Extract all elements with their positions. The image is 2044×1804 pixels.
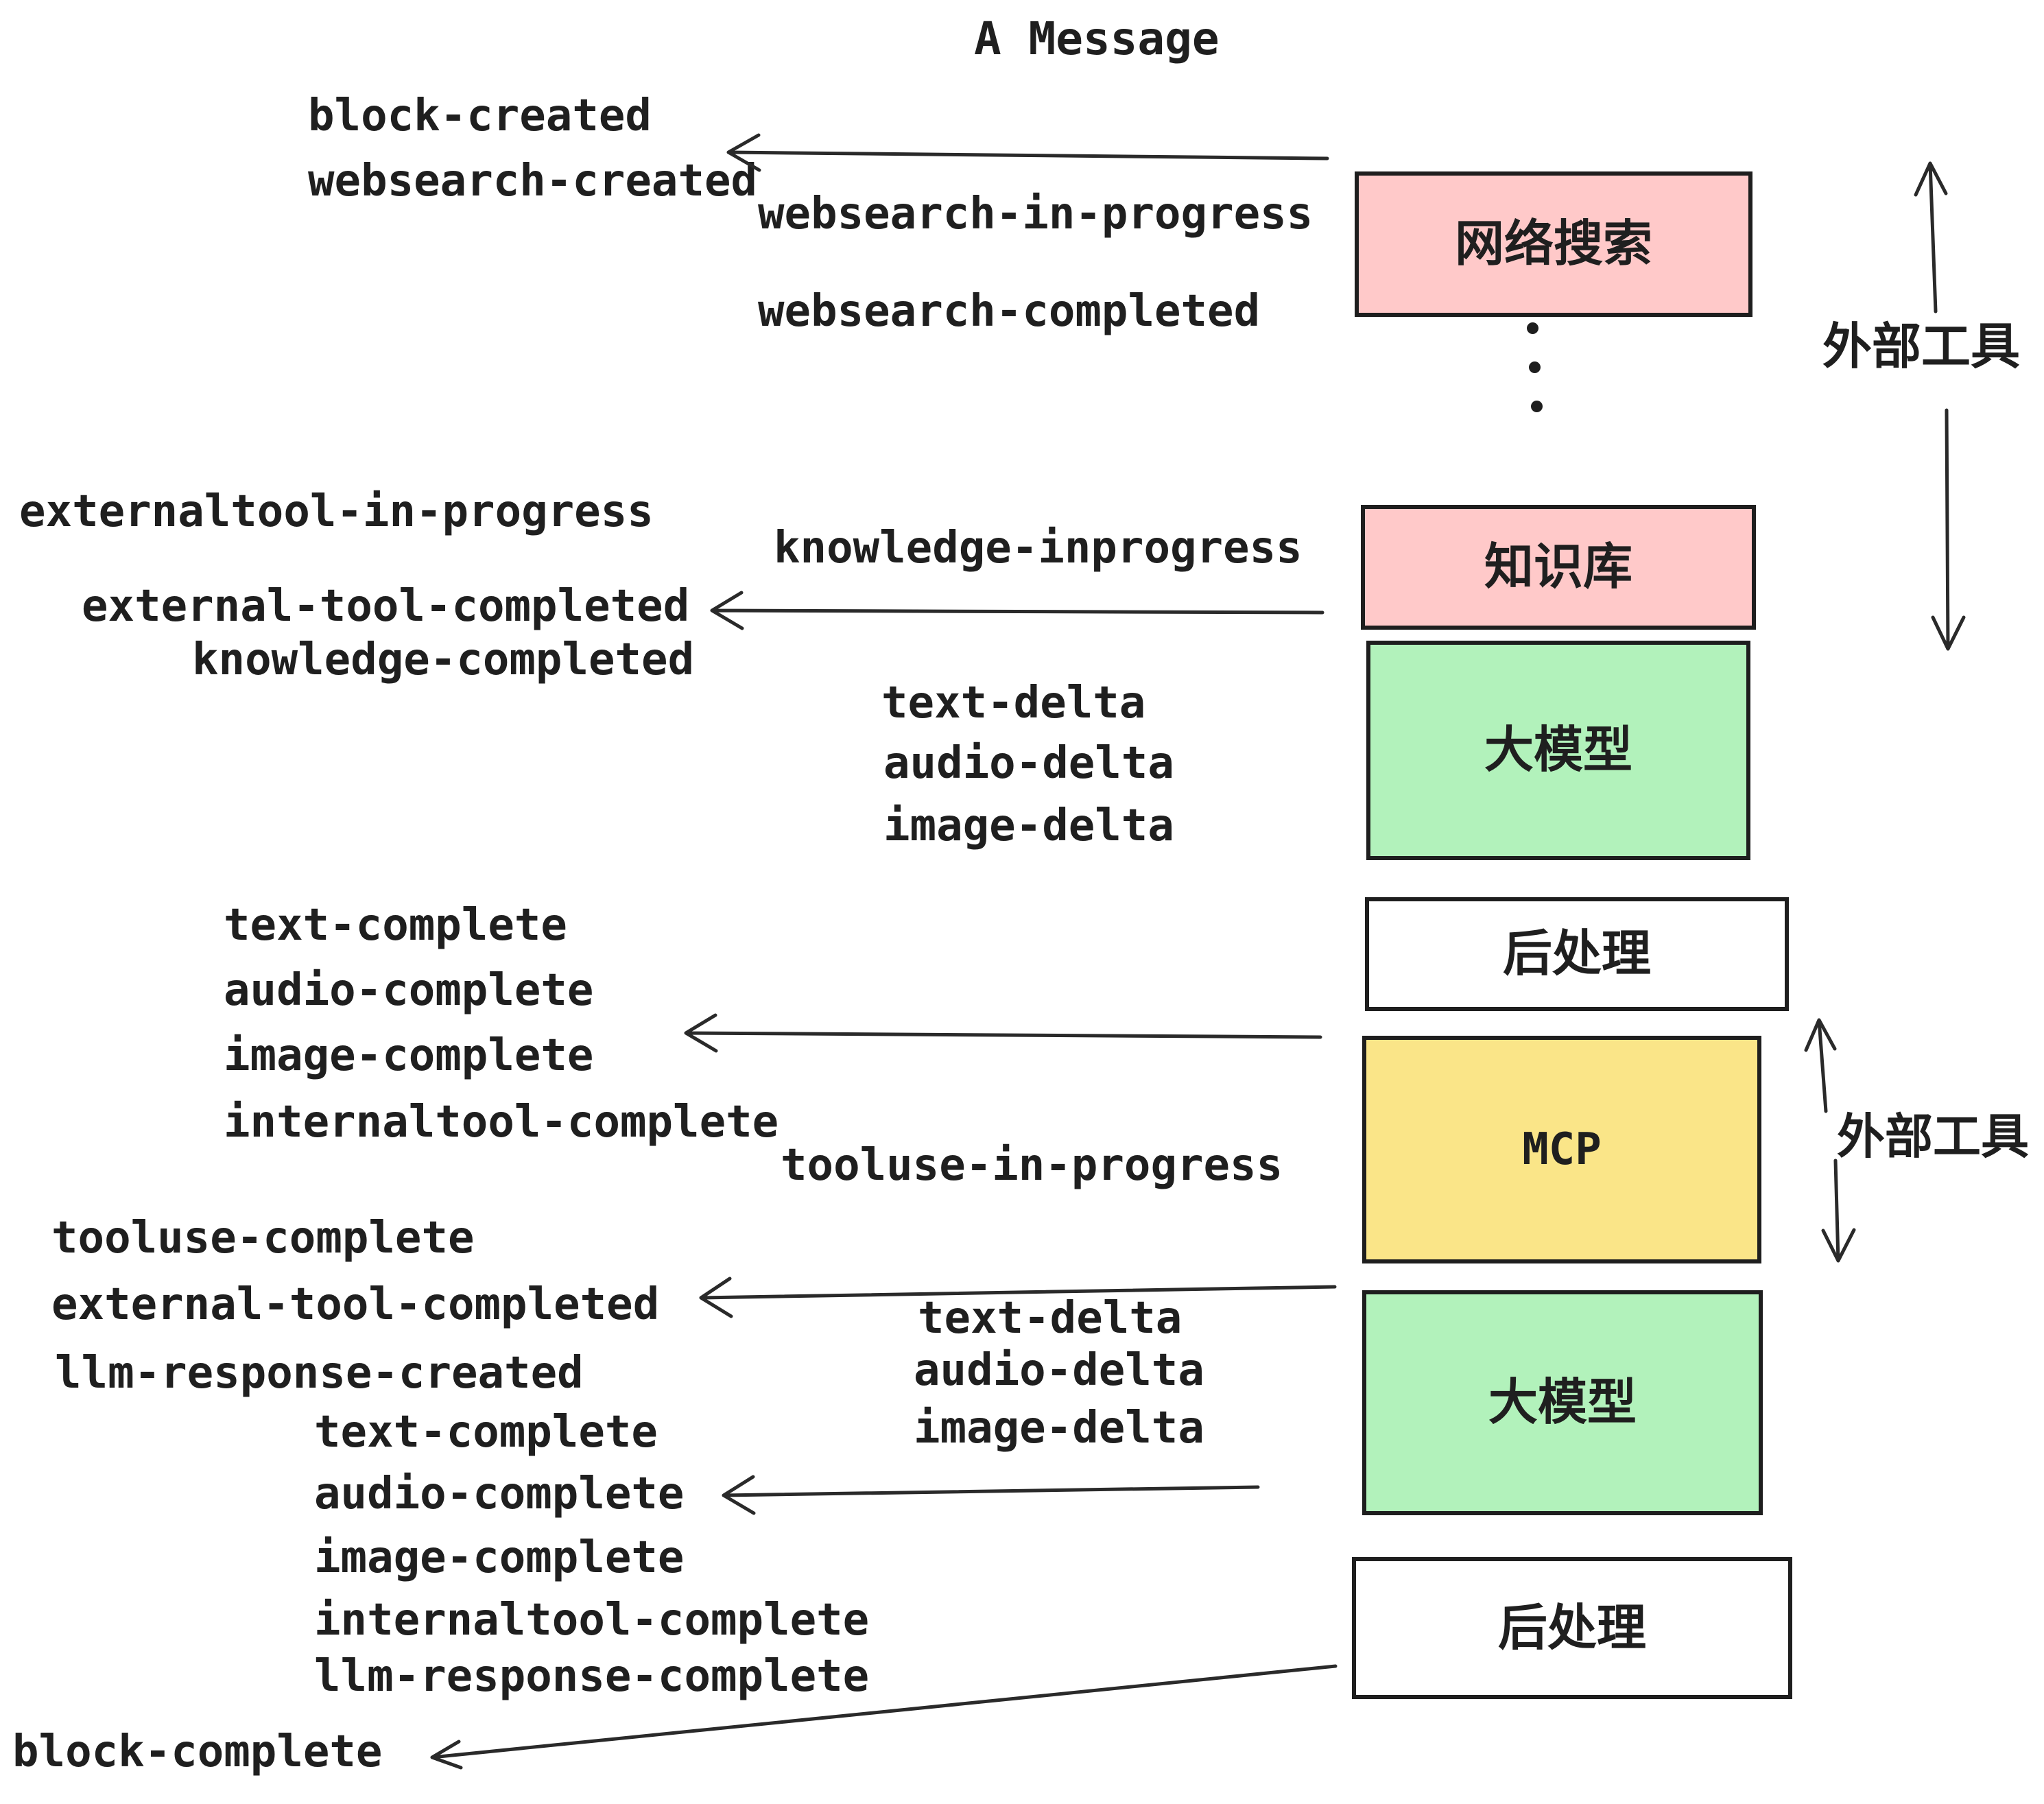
event-label-tooluse-complete: tooluse-complete — [51, 1213, 475, 1263]
box-postprocess-2-label: 后处理 — [1497, 1600, 1646, 1656]
event-label-websearch-completed: websearch-completed — [758, 286, 1261, 337]
box-mcp-label: MCP — [1522, 1124, 1602, 1175]
arrow-to-image-complete — [684, 1013, 1322, 1053]
event-label-audio-delta-2: audio-delta — [914, 1345, 1204, 1396]
event-label-tooluse-in-progress: tooluse-in-progress — [781, 1140, 1283, 1191]
event-label-text-delta-2: text-delta — [918, 1293, 1183, 1344]
event-label-knowledge-inprogress: knowledge-inprogress — [774, 523, 1303, 573]
box-postprocess-1-label: 后处理 — [1502, 927, 1651, 982]
arrow-to-block-complete — [430, 1664, 1338, 1770]
box-knowledge: 知识库 — [1361, 505, 1756, 630]
box-llm-2: 大模型 — [1362, 1290, 1763, 1515]
box-websearch: 网络搜索 — [1355, 171, 1752, 317]
external-tools-down-arrow-2 — [1821, 1159, 1856, 1263]
box-postprocess-1: 后处理 — [1365, 897, 1789, 1011]
external-tools-down-arrow-1 — [1931, 408, 1966, 651]
event-label-image-delta: image-delta — [883, 800, 1174, 851]
external-tools-up-arrow-2 — [1804, 1018, 1837, 1113]
event-label-websearch-in-progress: websearch-in-progress — [758, 189, 1314, 239]
event-label-audio-complete: audio-complete — [224, 965, 594, 1016]
ellipsis-dot — [1527, 322, 1538, 334]
external-tools-up-arrow-1 — [1914, 161, 1948, 313]
event-label-external-tool-completed: external-tool-completed — [82, 581, 690, 632]
ellipsis-dot — [1529, 361, 1541, 373]
box-knowledge-label: 知识库 — [1484, 540, 1632, 595]
event-label-text-complete: text-complete — [224, 900, 567, 951]
event-label-block-complete: block-complete — [12, 1726, 383, 1777]
box-llm-2-label: 大模型 — [1488, 1375, 1637, 1430]
event-label-externaltool-in-progress: externaltool-in-progress — [19, 486, 654, 537]
box-websearch-label: 网络搜索 — [1454, 217, 1652, 272]
event-label-audio-complete-2: audio-complete — [314, 1469, 685, 1519]
event-label-text-delta: text-delta — [881, 678, 1146, 728]
external-tools-annotation-2: 外部工具 — [1837, 1110, 2029, 1163]
event-label-internaltool-complete: internaltool-complete — [224, 1097, 779, 1148]
box-llm-1-label: 大模型 — [1484, 723, 1632, 778]
event-label-image-complete: image-complete — [224, 1030, 594, 1081]
arrow-to-websearch-created — [726, 133, 1329, 172]
event-label-llm-response-created: llm-response-created — [55, 1348, 584, 1399]
event-label-image-complete-2: image-complete — [314, 1532, 685, 1583]
event-label-external-tool-completed-2: external-tool-completed — [51, 1279, 660, 1330]
event-label-block-created: block-created — [308, 91, 652, 141]
event-label-image-delta-2: image-delta — [914, 1403, 1204, 1453]
event-label-knowledge-completed: knowledge-completed — [192, 634, 695, 685]
event-label-llm-response-complete: llm-response-complete — [314, 1651, 870, 1702]
external-tools-annotation-1: 外部工具 — [1822, 320, 2021, 375]
diagram-title: A Message — [974, 12, 1220, 65]
event-label-text-complete-2: text-complete — [314, 1407, 658, 1458]
arrow-to-knowledge-completed — [710, 591, 1324, 630]
event-label-websearch-created: websearch-created — [308, 156, 758, 206]
arrow-to-tooluse-complete — [699, 1277, 1337, 1318]
event-label-internaltool-complete-2: internaltool-complete — [314, 1595, 870, 1646]
box-llm-1: 大模型 — [1366, 641, 1750, 860]
event-label-audio-delta: audio-delta — [883, 738, 1174, 789]
ellipsis-dot — [1531, 401, 1543, 412]
arrow-to-audio-complete — [722, 1475, 1260, 1515]
box-postprocess-2: 后处理 — [1352, 1557, 1792, 1699]
box-mcp: MCP — [1362, 1036, 1761, 1263]
